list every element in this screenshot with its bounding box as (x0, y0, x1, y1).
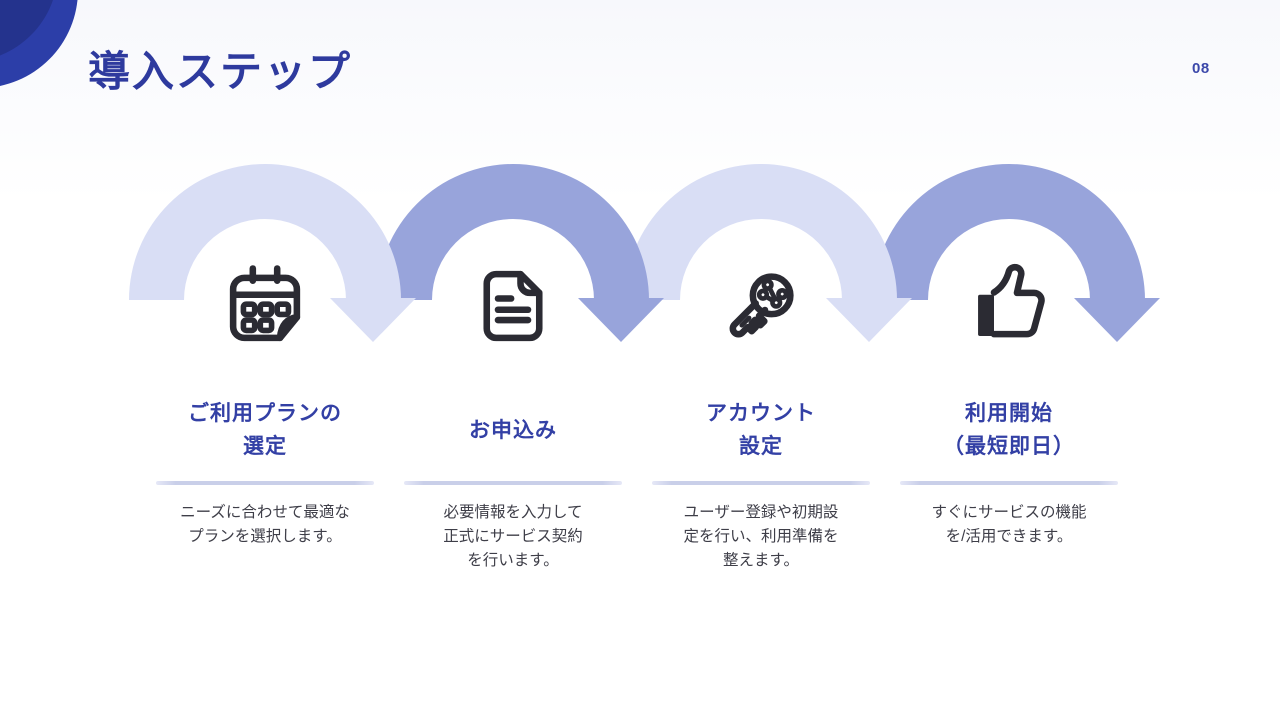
step-title: お申込み (469, 418, 557, 442)
step-title: アカウント 設定 (706, 402, 816, 458)
step-divider (652, 481, 870, 485)
step-title: ご利用プランの 選定 (188, 402, 342, 458)
step-description: 必要情報を入力して 正式にサービス契約 を行います。 (443, 504, 583, 569)
step-divider (404, 481, 622, 485)
thumbs-up-icon (899, 260, 1119, 352)
page-title: 導入ステップ (88, 48, 353, 95)
arc-arrow-4 (873, 164, 1160, 342)
step-description: すぐにサービスの機能 を/活用できます。 (931, 504, 1087, 545)
step-start-of-use: 利用開始 （最短即日） すぐにサービスの機能 を/活用できます。 (899, 0, 1119, 720)
key-icon (651, 260, 871, 352)
step-description: ニーズに合わせて最適な プランを選択します。 (180, 504, 350, 545)
calendar-icon (155, 260, 375, 352)
step-divider (156, 481, 374, 485)
step-application: お申込み 必要情報を入力して 正式にサービス契約 を行います。 (403, 0, 623, 720)
step-divider (900, 481, 1118, 485)
arc-arrow-3 (625, 164, 912, 342)
step-title: 利用開始 （最短即日） (943, 402, 1075, 458)
step-plan-selection: ご利用プランの 選定 ニーズに合わせて最適な プランを選択します。 (155, 0, 375, 720)
arc-arrow-2 (377, 164, 664, 342)
page-number: 08 (1192, 60, 1210, 77)
step-description: ユーザー登録や初期設 定を行い、利用準備を 整えます。 (683, 504, 839, 569)
arc-arrow-1 (129, 164, 416, 342)
step-account-setup: アカウント 設定 ユーザー登録や初期設 定を行い、利用準備を 整えます。 (651, 0, 871, 720)
document-icon (403, 260, 623, 352)
